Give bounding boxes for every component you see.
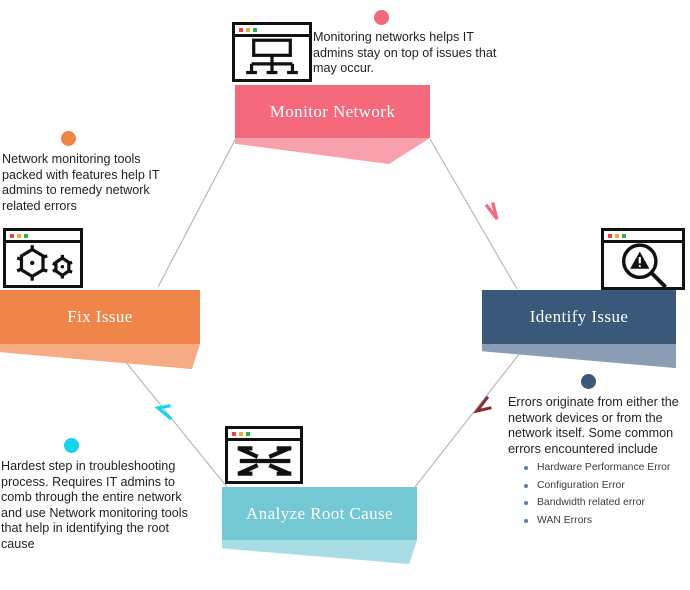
window-dot-amber-icon — [239, 432, 243, 436]
note-monitor-network: Monitoring networks helps IT admins stay… — [313, 30, 497, 75]
network-topology-glyph — [246, 38, 298, 75]
arrowhead-identify-to-analyze — [473, 395, 492, 414]
browser-gears-icon — [3, 228, 83, 288]
node-analyze-root-cause[interactable]: Analyze Root Cause — [222, 487, 417, 540]
window-dot-amber-icon — [246, 28, 250, 32]
magnifier-warning-glyph — [621, 243, 667, 289]
window-dot-amber-icon — [615, 234, 619, 238]
note-identify-issue: Errors originate from either the network… — [508, 395, 679, 456]
window-dot-green-icon — [622, 234, 626, 238]
browser-network-topology-icon — [232, 22, 312, 82]
arrowhead-analyze-to-fix — [154, 404, 173, 421]
window-titlebar — [228, 429, 300, 441]
window-dot-green-icon — [246, 432, 250, 436]
browser-fishbone-diagram-icon — [225, 426, 303, 484]
connector-identify-to-analyze — [414, 343, 528, 488]
list-item: WAN Errors — [523, 512, 690, 530]
bullet-dot-analyze — [64, 438, 79, 453]
list-item: Configuration Error — [523, 477, 690, 495]
bullet-dot-fix — [61, 131, 76, 146]
window-dot-red-icon — [239, 28, 243, 32]
window-titlebar — [6, 231, 80, 243]
node-analyze-root-cause-label: Analyze Root Cause — [246, 503, 393, 523]
window-dot-red-icon — [10, 234, 14, 238]
window-dot-green-icon — [253, 28, 257, 32]
connector-monitor-to-identify — [429, 138, 518, 290]
node-fix-issue-label: Fix Issue — [67, 307, 133, 326]
list-item: Hardware Performance Error — [523, 459, 690, 477]
window-dot-green-icon — [24, 234, 28, 238]
bullet-dot-identify — [581, 374, 596, 389]
node-identify-issue[interactable]: Identify Issue — [482, 290, 676, 344]
window-dot-red-icon — [232, 432, 236, 436]
connector-fix-to-monitor — [157, 137, 237, 288]
note-analyze-root-cause: Hardest step in troubleshooting process.… — [1, 459, 188, 551]
note-fix-issue: Network monitoring tools packed with fea… — [2, 152, 160, 213]
node-fix-issue[interactable]: Fix Issue — [0, 290, 200, 344]
window-body — [235, 37, 309, 79]
list-item: Bandwidth related error — [523, 494, 690, 512]
fishbone-glyph — [237, 446, 292, 476]
window-dot-red-icon — [608, 234, 612, 238]
window-titlebar — [235, 25, 309, 37]
window-titlebar — [604, 231, 682, 243]
node-identify-issue-label: Identify Issue — [529, 307, 629, 326]
browser-magnifier-warning-icon — [601, 228, 685, 290]
node-monitor-network-label: Monitor Network — [269, 101, 396, 121]
bullet-dot-monitor — [374, 10, 389, 25]
window-body — [604, 243, 682, 289]
identify-issue-error-list: Hardware Performance Error Configuration… — [523, 459, 690, 529]
gears-glyph — [16, 245, 73, 281]
window-body — [228, 441, 300, 481]
window-dot-amber-icon — [17, 234, 21, 238]
node-monitor-network[interactable]: Monitor Network — [235, 85, 430, 138]
window-body — [6, 243, 80, 285]
arrowhead-monitor-to-identify — [484, 202, 499, 220]
